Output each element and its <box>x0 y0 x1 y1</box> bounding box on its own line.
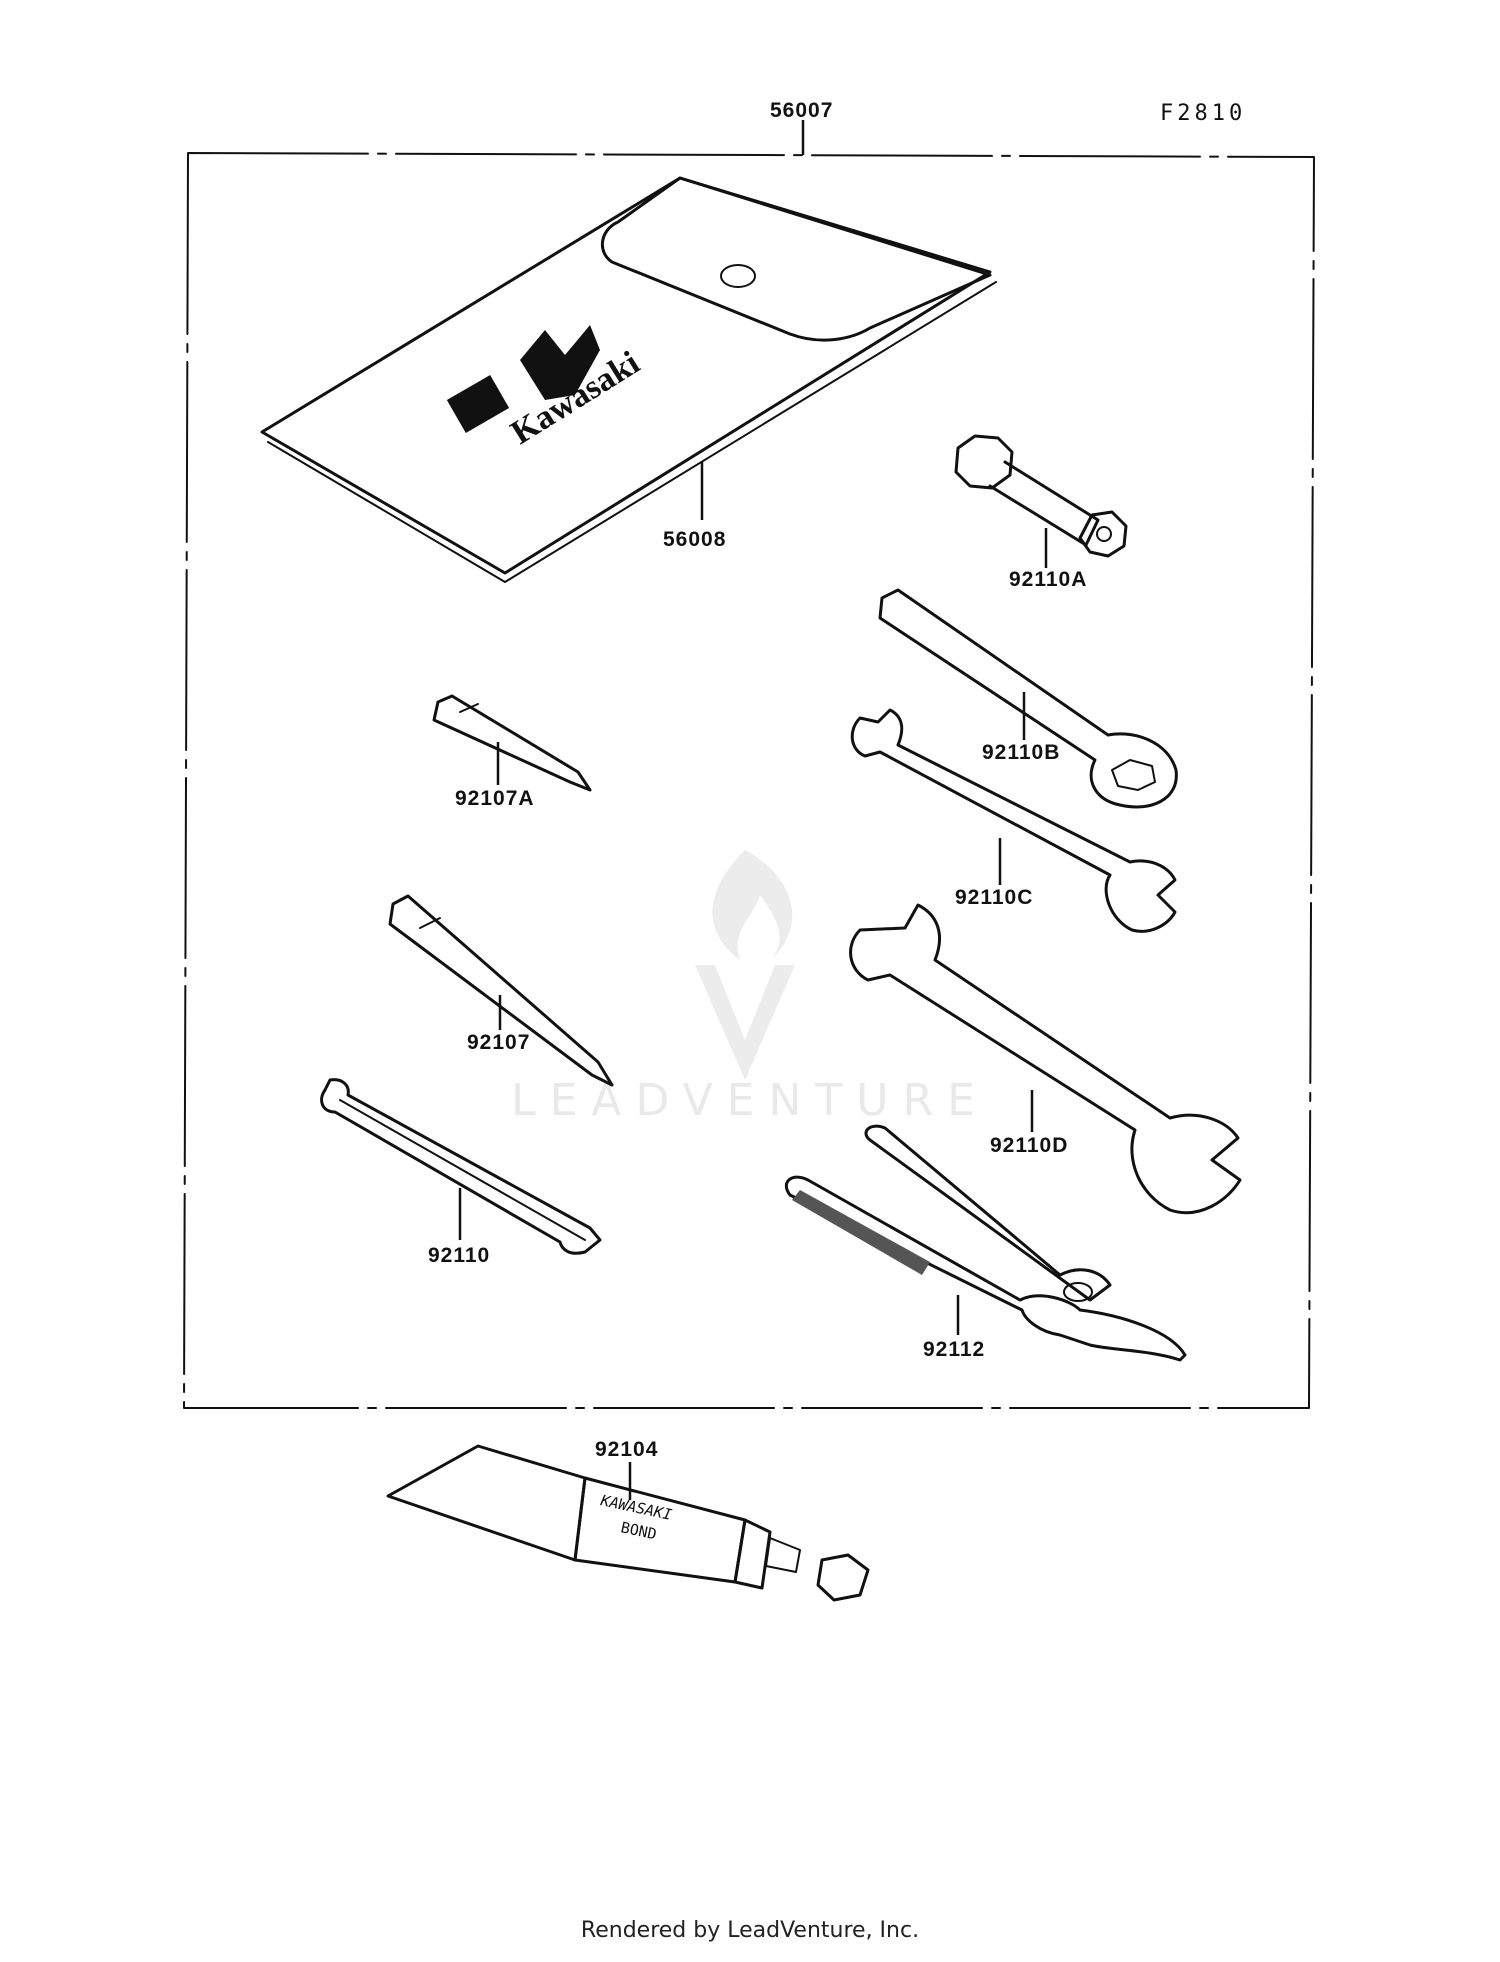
open-end-wrench-large-drawing <box>849 903 1242 1215</box>
double-end-spanner-drawing <box>320 1078 602 1255</box>
bond-tube-drawing: KAWASAKI BOND <box>386 1444 870 1602</box>
screwdriver-bit-short-drawing <box>432 694 592 792</box>
box-wrench-drawing <box>878 588 1178 809</box>
part-label-92110B: 92110B <box>982 741 1060 764</box>
kit-frame <box>183 120 1315 1409</box>
footer-credit: Rendered by LeadVenture, Inc. <box>580 1918 920 1943</box>
part-label-92107A: 92107A <box>455 787 535 810</box>
part-label-56007: 56007 <box>770 99 833 122</box>
watermark-text: LEADVENTURE <box>511 1075 989 1126</box>
part-label-92110D: 92110D <box>990 1134 1068 1157</box>
part-label-92107: 92107 <box>467 1031 530 1054</box>
screwdriver-bit-long-drawing <box>388 894 614 1087</box>
part-label-92112: 92112 <box>923 1338 985 1361</box>
part-label-56008: 56008 <box>663 528 726 551</box>
part-label-92104: 92104 <box>595 1438 658 1461</box>
tube-print-line1: KAWASAKI <box>598 1491 673 1524</box>
spark-plug-socket-drawing <box>954 434 1128 568</box>
part-label-92110: 92110 <box>428 1244 490 1267</box>
open-end-wrench-small-drawing <box>850 708 1177 933</box>
tube-print-line2: BOND <box>619 1518 658 1543</box>
figure-id: F2810 <box>1160 101 1246 126</box>
part-label-92110A: 92110A <box>1009 568 1087 591</box>
tool-bag-drawing: Kawasaki <box>260 176 997 583</box>
pliers-drawing <box>784 1124 1187 1362</box>
part-label-92110C: 92110C <box>955 886 1033 909</box>
watermark-logo: LEADVENTURE <box>511 850 989 1126</box>
